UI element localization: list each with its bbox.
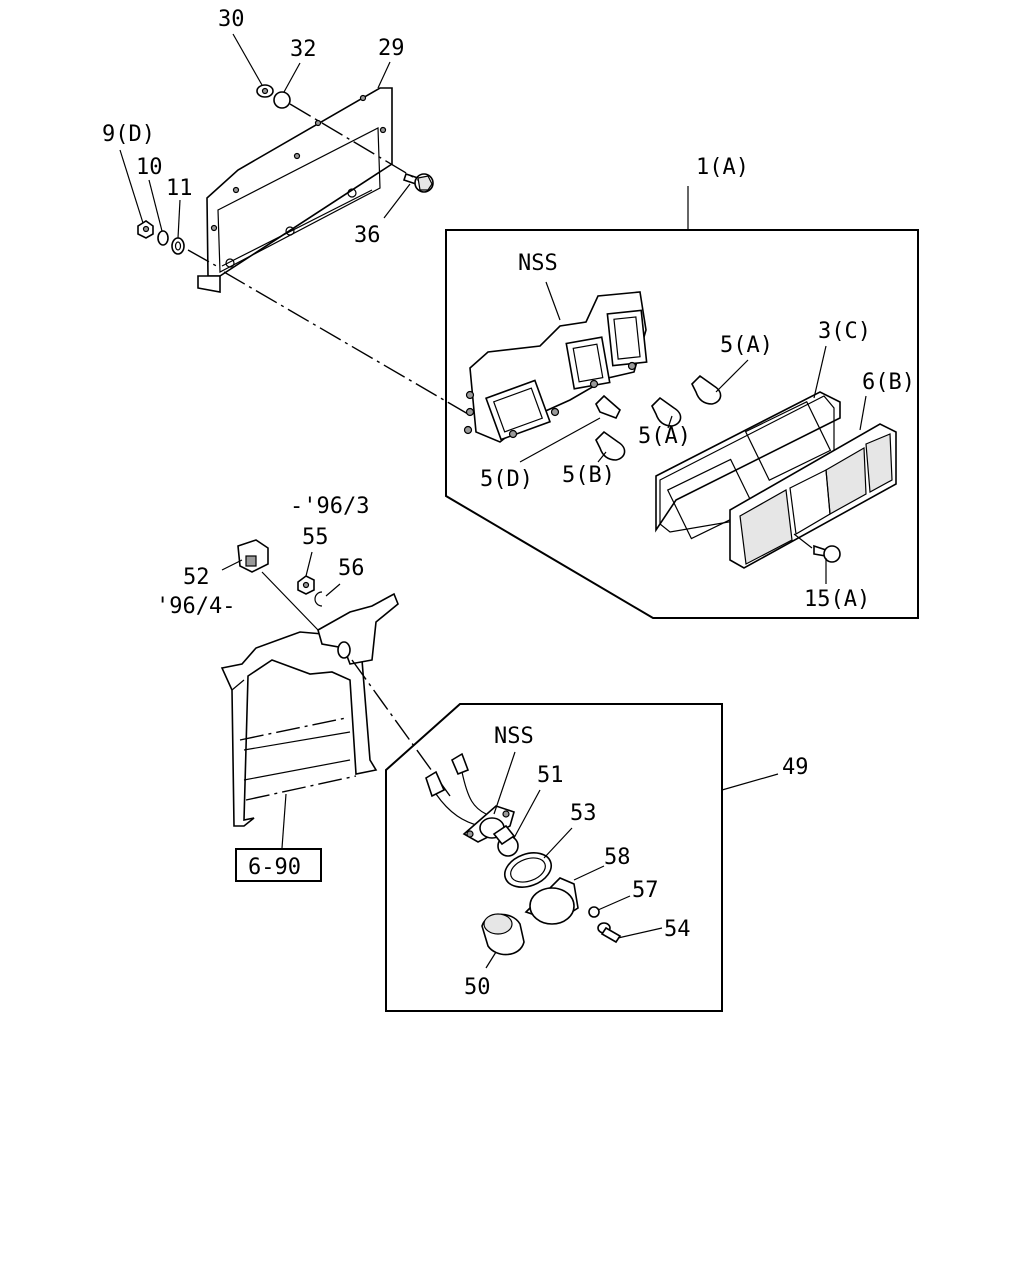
callout-56: 56 xyxy=(338,556,365,581)
lamp-assembly-box xyxy=(445,186,919,619)
gasket-53 xyxy=(503,827,573,888)
bolt-36 xyxy=(402,172,434,193)
screw-54 xyxy=(597,922,663,944)
bushing-32 xyxy=(273,91,291,109)
gasket-3c xyxy=(655,345,841,540)
side-bracket xyxy=(220,631,378,827)
callout-30: 30 xyxy=(218,7,245,32)
callout-51: 51 xyxy=(537,763,564,788)
support-plate xyxy=(317,592,399,665)
upper-left-leaders xyxy=(119,33,469,415)
callout-5a-top: 5(A) xyxy=(720,333,773,358)
callout-50: 50 xyxy=(464,975,491,1000)
callout-11: 11 xyxy=(166,176,193,201)
label-nss-bottom: NSS xyxy=(494,724,534,749)
callout-54: 54 xyxy=(664,917,691,942)
bulb-51 xyxy=(492,789,541,857)
washer-56 xyxy=(314,583,341,607)
callout-29: 29 xyxy=(378,36,405,61)
callout-1a: 1(A) xyxy=(696,155,749,180)
callout-58: 58 xyxy=(604,845,631,870)
label-nss-top: NSS xyxy=(518,251,558,276)
callout-36: 36 xyxy=(354,223,381,248)
housing-58 xyxy=(524,865,605,925)
screw-15a xyxy=(793,533,841,584)
bracket-leaders xyxy=(261,571,451,849)
label-date-to: -'96/3 xyxy=(290,494,369,519)
callout-3c: 3(C) xyxy=(818,319,871,344)
bulb-5a-lower xyxy=(651,396,682,427)
mounting-plate xyxy=(197,87,393,293)
lens-6b xyxy=(729,395,897,569)
reference-6-90: 6-90 xyxy=(248,855,301,880)
reference-box xyxy=(235,848,322,882)
callout-32: 32 xyxy=(290,37,317,62)
bulb-5a-upper xyxy=(691,374,722,405)
callout-6b: 6(B) xyxy=(862,370,915,395)
nut-9d xyxy=(137,220,154,239)
callout-49: 49 xyxy=(782,755,809,780)
bulb-5b xyxy=(595,430,626,461)
callout-53: 53 xyxy=(570,801,597,826)
callout-5b: 5(B) xyxy=(562,463,615,488)
bulb-5d xyxy=(595,394,621,420)
callout-10: 10 xyxy=(136,155,163,180)
lens-50 xyxy=(481,913,525,969)
nut-55 xyxy=(297,551,315,595)
connector-wires xyxy=(425,752,487,827)
relay-52 xyxy=(221,539,269,573)
callout-5a-mid: 5(A) xyxy=(638,424,691,449)
callout-5d: 5(D) xyxy=(480,467,533,492)
washer-11 xyxy=(171,237,185,255)
washer-10 xyxy=(157,230,169,246)
callout-52: 52 xyxy=(183,565,210,590)
lamp-housing xyxy=(463,281,648,443)
callout-55: 55 xyxy=(302,525,329,550)
callout-57: 57 xyxy=(632,878,659,903)
nut-30 xyxy=(256,84,274,98)
marker-lamp-box xyxy=(385,703,779,1012)
washer-57 xyxy=(588,895,631,918)
bulb-leaders xyxy=(519,359,749,463)
callout-9d: 9(D) xyxy=(102,122,155,147)
callout-15a: 15(A) xyxy=(804,587,870,612)
label-date-from: '96/4- xyxy=(156,594,235,619)
